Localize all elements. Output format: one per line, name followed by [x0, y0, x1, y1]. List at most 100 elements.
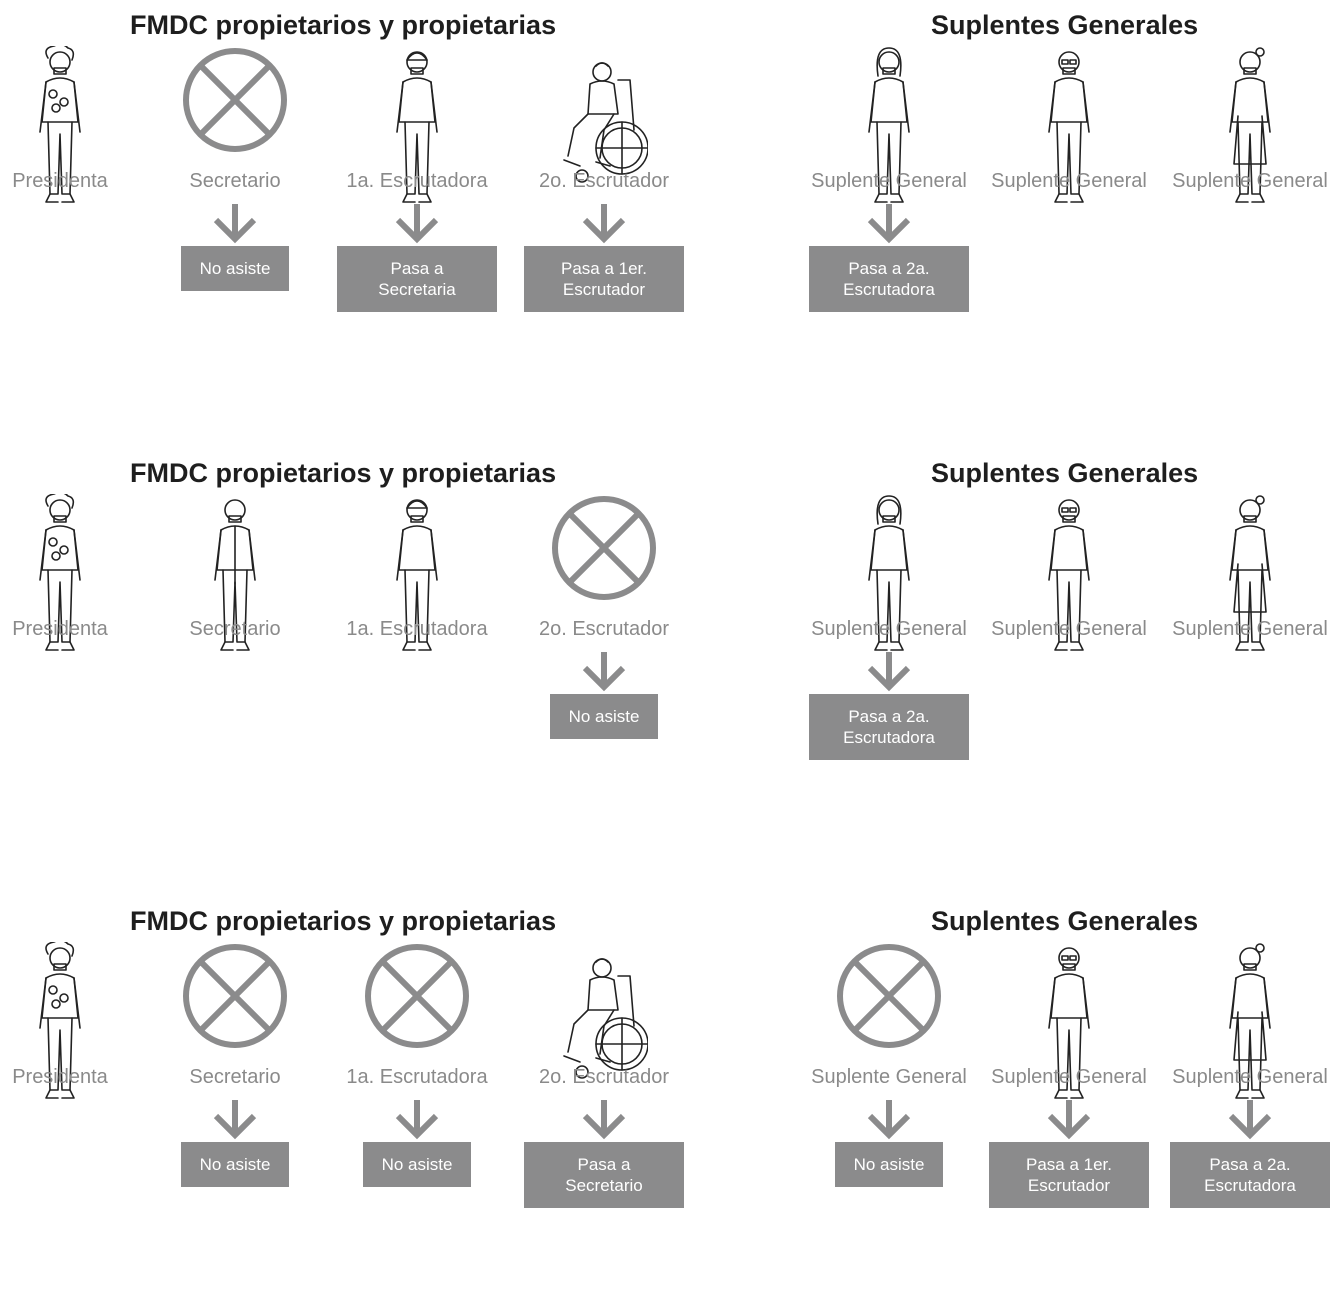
section-title-propietarios: FMDC propietarios y propietarias: [130, 458, 557, 488]
woman-long-hair-icon: [855, 46, 923, 211]
down-arrow-icon: [394, 204, 440, 249]
down-arrow-icon: [581, 204, 627, 249]
member-column: Suplente General Pasa a 2a.Escrutadora: [799, 0, 979, 400]
down-arrow-icon: [1046, 1100, 1092, 1145]
status-box-line1: Pasa a 1er.: [1025, 1155, 1112, 1174]
absent-cross-icon: [181, 46, 289, 159]
status-box: No asiste: [181, 1142, 289, 1187]
section-title-propietarios: FMDC propietarios y propietarias: [130, 10, 557, 40]
member-column: Secretario No asiste: [145, 896, 325, 1296]
status-box-text: No asiste: [381, 1155, 453, 1174]
role-label: 2o. Escrutador: [538, 618, 670, 640]
status-box: No asiste: [550, 694, 658, 739]
man-wheelchair-icon: [560, 956, 649, 1091]
status-box-line1: Pasa a 2a.: [1209, 1155, 1291, 1174]
role-label: Secretario: [189, 1066, 281, 1088]
role-label: Suplente General: [1172, 1066, 1328, 1088]
woman-dress-icon: [1216, 942, 1284, 1107]
role-label: Presidenta: [12, 1066, 108, 1088]
section-title-suplentes: Suplentes Generales: [931, 458, 1199, 488]
status-box: Pasa a 1er. Escrutador: [989, 1142, 1149, 1208]
section-title-propietarios: FMDC propietarios y propietarias: [130, 906, 557, 936]
man-glasses-icon: [1035, 494, 1103, 659]
status-box-line1: Pasa a 2a.: [848, 259, 930, 278]
role-label: Suplente General: [991, 618, 1147, 640]
role-label: 1a. Escrutadora: [346, 1066, 488, 1088]
role-label: Suplente General: [811, 170, 967, 192]
role-label: Presidenta: [12, 170, 108, 192]
member-column: Suplente General: [979, 448, 1159, 848]
status-box-line2: Secretaria: [378, 280, 456, 299]
role-label: 1a. Escrutadora: [346, 170, 488, 192]
member-column: Suplente General: [1160, 0, 1340, 400]
woman-dress-icon: [1216, 46, 1284, 211]
role-label: 2o. Escrutador: [538, 1066, 670, 1088]
status-box-line1: Pasa a: [577, 1155, 631, 1174]
status-box-line2: Escrutador: [562, 280, 646, 299]
absent-cross-icon: [363, 942, 471, 1055]
member-column: 2o. Escrutador No asiste: [514, 448, 694, 848]
member-column: Presidenta: [0, 448, 150, 848]
member-column: Presidenta: [0, 896, 150, 1296]
down-arrow-icon: [866, 204, 912, 249]
member-column: 1a. Escrutadora No asiste: [327, 896, 507, 1296]
woman-beanie-icon: [383, 494, 451, 659]
man-jacket-icon: [201, 494, 269, 659]
member-column: Presidenta: [0, 0, 150, 400]
down-arrow-icon: [866, 652, 912, 697]
woman-long-hair-icon: [855, 494, 923, 659]
man-glasses-icon: [1035, 46, 1103, 211]
member-column: Suplente General: [979, 0, 1159, 400]
member-column: Suplente General No asiste: [799, 896, 979, 1296]
status-box-line1: Pasa a 2a.: [848, 707, 930, 726]
role-label: Suplente General: [1172, 170, 1328, 192]
member-column: 1a. Escrutadora: [327, 448, 507, 848]
role-label: Presidenta: [12, 618, 108, 640]
man-glasses-icon: [1035, 942, 1103, 1107]
down-arrow-icon: [212, 204, 258, 249]
role-label: Suplente General: [1172, 618, 1328, 640]
absent-cross-icon: [835, 942, 943, 1055]
down-arrow-icon: [866, 1100, 912, 1145]
down-arrow-icon: [1227, 1100, 1273, 1145]
member-column: Secretario No asiste: [145, 0, 325, 400]
member-column: Secretario: [145, 448, 325, 848]
role-label: Suplente General: [991, 170, 1147, 192]
member-column: Suplente General: [1160, 448, 1340, 848]
role-label: 2o. Escrutador: [538, 170, 670, 192]
man-wheelchair-icon: [560, 60, 649, 195]
status-box: No asiste: [363, 1142, 471, 1187]
status-box: Pasa a 2a.Escrutadora: [1170, 1142, 1330, 1208]
woman-dress-icon: [1216, 494, 1284, 659]
member-column: Suplente General Pasa a 2a.Escrutadora: [1160, 896, 1340, 1296]
role-label: Secretario: [189, 618, 281, 640]
woman-beanie-icon: [383, 46, 451, 211]
status-box: No asiste: [181, 246, 289, 291]
role-label: Suplente General: [811, 618, 967, 640]
member-column: 2o. Escrutador Pasa a 1er.Escrutador: [514, 0, 694, 400]
status-box-line2: Escrutador: [1027, 1176, 1111, 1195]
status-box: No asiste: [835, 1142, 943, 1187]
down-arrow-icon: [394, 1100, 440, 1145]
down-arrow-icon: [581, 1100, 627, 1145]
status-box-text: No asiste: [853, 1155, 925, 1174]
status-box-text: No asiste: [568, 707, 640, 726]
role-label: 1a. Escrutadora: [346, 618, 488, 640]
section-title-suplentes: Suplentes Generales: [931, 10, 1199, 40]
woman-curly-hair-icon: [26, 43, 94, 211]
role-label: Suplente General: [991, 1066, 1147, 1088]
status-box: Pasa a 2a.Escrutadora: [809, 246, 969, 312]
status-box-line2: Escrutadora: [843, 728, 935, 747]
down-arrow-icon: [581, 652, 627, 697]
role-label: Secretario: [189, 170, 281, 192]
member-column: Suplente General Pasa a 1er. Escrutador: [979, 896, 1159, 1296]
status-box: Pasa a 2a. Escrutadora: [809, 694, 969, 760]
woman-curly-hair-icon: [26, 939, 94, 1107]
